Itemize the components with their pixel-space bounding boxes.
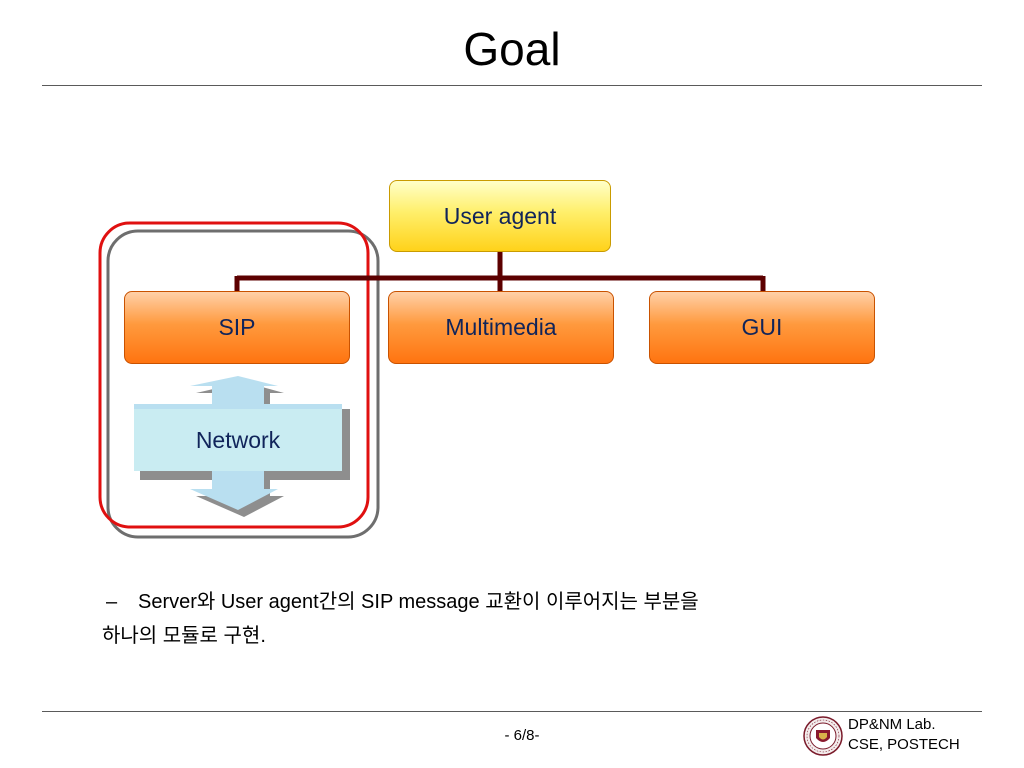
lab-line-2: CSE, POSTECH [848, 736, 960, 753]
title-divider [42, 85, 982, 86]
body-line-1-text: Server와 User agent간의 SIP message 교환이 이루어… [138, 591, 699, 613]
lab-name: DP&NM Lab. CSE, POSTECH [848, 715, 960, 755]
architecture-diagram [98, 221, 766, 539]
gui-box: GUI [649, 291, 875, 364]
page-number: - 6/8- [504, 727, 540, 744]
body-paragraph: –Server와 User agent간의 SIP message 교환이 이루… [102, 585, 906, 653]
footer-divider [42, 711, 982, 712]
body-line-1: –Server와 User agent간의 SIP message 교환이 이루… [106, 585, 906, 619]
user-agent-box: User agent [389, 180, 611, 252]
bullet-dash: – [106, 591, 118, 613]
university-seal-icon [803, 716, 843, 756]
gray-highlight-frame [106, 229, 380, 539]
red-highlight-frame [98, 221, 370, 529]
sip-box: SIP [124, 291, 350, 364]
lab-line-1: DP&NM Lab. [848, 716, 936, 733]
network-arrow-icon [134, 376, 350, 517]
multimedia-box: Multimedia [388, 291, 614, 364]
tree-connectors [234, 252, 766, 292]
body-line-2: 하나의 모듈로 구현. [102, 625, 266, 647]
slide-title: Goal [463, 23, 561, 75]
network-label: Network [195, 426, 281, 453]
